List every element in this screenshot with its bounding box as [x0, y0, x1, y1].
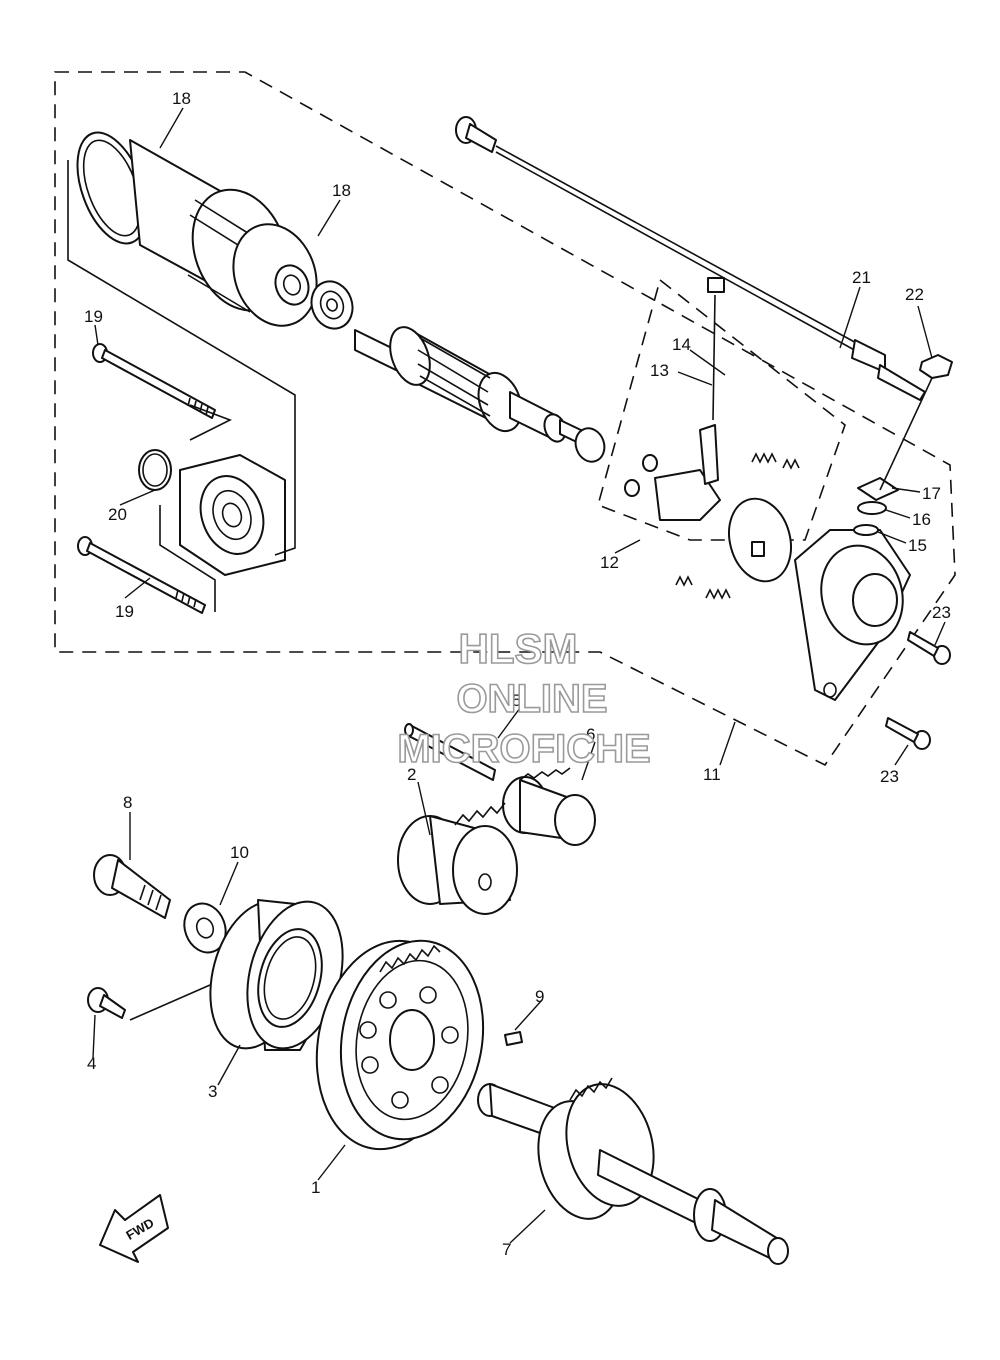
callout-labels: 18 18 19 20 19 21 22 14 13 12 17 16 15 2… [84, 89, 951, 1259]
through-bolt-upper [92, 343, 216, 419]
small-gear [502, 767, 596, 846]
assembly-12-outline [597, 278, 846, 541]
callout-20: 20 [108, 505, 127, 524]
watermark: HLSM ONLINE MICROFICHE [397, 624, 652, 772]
gear-shaft [477, 1077, 789, 1265]
callout-19b: 19 [115, 602, 134, 621]
callout-17: 17 [922, 484, 941, 503]
callout-23b: 23 [880, 767, 899, 786]
callout-15: 15 [908, 536, 927, 555]
woodruff-key [504, 1031, 523, 1046]
callout-13: 13 [650, 361, 669, 380]
screw-4 [87, 987, 126, 1019]
bearing [310, 280, 354, 330]
callout-7: 7 [502, 1240, 511, 1259]
callout-19a: 19 [84, 307, 103, 326]
washer-16 [857, 501, 887, 515]
leader-lines [92, 107, 946, 1244]
bolt-23-upper [907, 631, 951, 665]
callout-12: 12 [600, 553, 619, 572]
callout-3: 3 [208, 1082, 217, 1101]
callout-18b: 18 [332, 181, 351, 200]
nut-17 [857, 477, 899, 501]
callout-5: 5 [512, 691, 521, 710]
brush-holder-parts [624, 277, 800, 600]
callout-16: 16 [912, 510, 931, 529]
needle-bearing [574, 427, 606, 463]
lead-wire [455, 116, 926, 401]
through-bolt-lower [77, 536, 206, 614]
callout-10: 10 [230, 843, 249, 862]
bolt-23-lower [885, 717, 931, 750]
starter-clutch [209, 899, 344, 1051]
callout-18a: 18 [172, 89, 191, 108]
watermark-line-1: HLSM [459, 625, 578, 672]
fwd-arrow-icon: FWD [99, 1194, 169, 1263]
motor-yoke [76, 131, 318, 327]
assembly-11-outline [54, 71, 956, 767]
callout-4: 4 [87, 1054, 96, 1073]
exploded-bracket-lower [159, 505, 216, 612]
idler-shaft [404, 723, 496, 781]
idler-gear [397, 802, 518, 915]
nut-22 [919, 354, 953, 379]
callout-9: 9 [535, 987, 544, 1006]
rear-cover [794, 529, 911, 701]
callout-21: 21 [852, 268, 871, 287]
starter-wheel-gear [315, 939, 485, 1151]
exploded-bracket-left [67, 160, 296, 556]
washer-10 [183, 902, 227, 954]
armature [354, 326, 586, 447]
front-cover [179, 454, 286, 576]
watermark-line-3: MICROFICHE [397, 727, 650, 771]
callout-2: 2 [407, 765, 416, 784]
callout-11: 11 [703, 765, 721, 784]
callout-23a: 23 [932, 603, 951, 622]
callout-14: 14 [672, 335, 691, 354]
callout-8: 8 [123, 793, 132, 812]
callout-1: 1 [311, 1178, 320, 1197]
callout-6: 6 [586, 725, 595, 744]
flange-bolt [93, 854, 171, 919]
watermark-line-2: ONLINE [456, 677, 607, 721]
callout-22: 22 [905, 285, 924, 304]
washer-15 [853, 524, 879, 536]
